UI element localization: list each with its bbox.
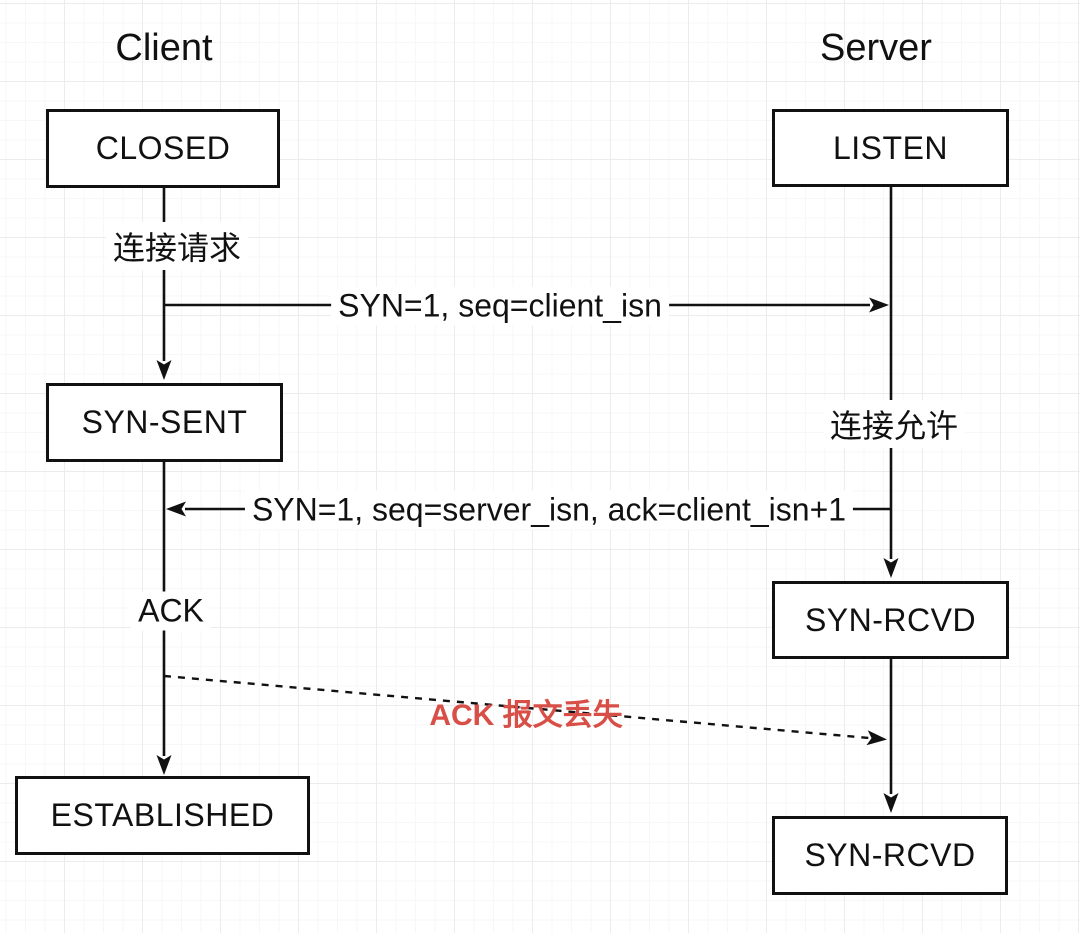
state-box-established: ESTABLISHED [15,776,310,855]
state-box-syn-rcvd-1: SYN-RCVD [772,581,1009,659]
arrowhead-syn-to-server [869,297,889,313]
state-box-closed: CLOSED [46,109,280,188]
label-ack-lost: ACK 报文丢失 [429,699,623,732]
state-box-listen: LISTEN [772,109,1009,187]
arrowhead-lost-ack [866,730,887,746]
label-ack: ACK [131,591,211,631]
arrowhead-into-synsent [156,360,172,380]
arrowhead-into-established [156,755,172,775]
lost-ack-dashed-line [163,674,870,740]
arrowhead-synack-to-client [166,501,186,517]
label-synack-message: SYN=1, seq=server_isn, ack=client_isn+1 [244,490,854,530]
client-lane-title: Client [115,27,213,69]
server-lane-title: Server [820,27,932,69]
state-box-syn-rcvd-2: SYN-RCVD [772,816,1008,895]
label-syn-message: SYN=1, seq=client_isn [331,286,669,326]
label-connection-request: 连接请求 [105,222,249,270]
arrowhead-into-synrcvd-2 [883,793,899,813]
label-connection-allowed: 连接允许 [822,400,966,448]
arrowhead-into-synrcvd-1 [883,558,899,578]
state-box-syn-sent: SYN-SENT [46,383,283,462]
